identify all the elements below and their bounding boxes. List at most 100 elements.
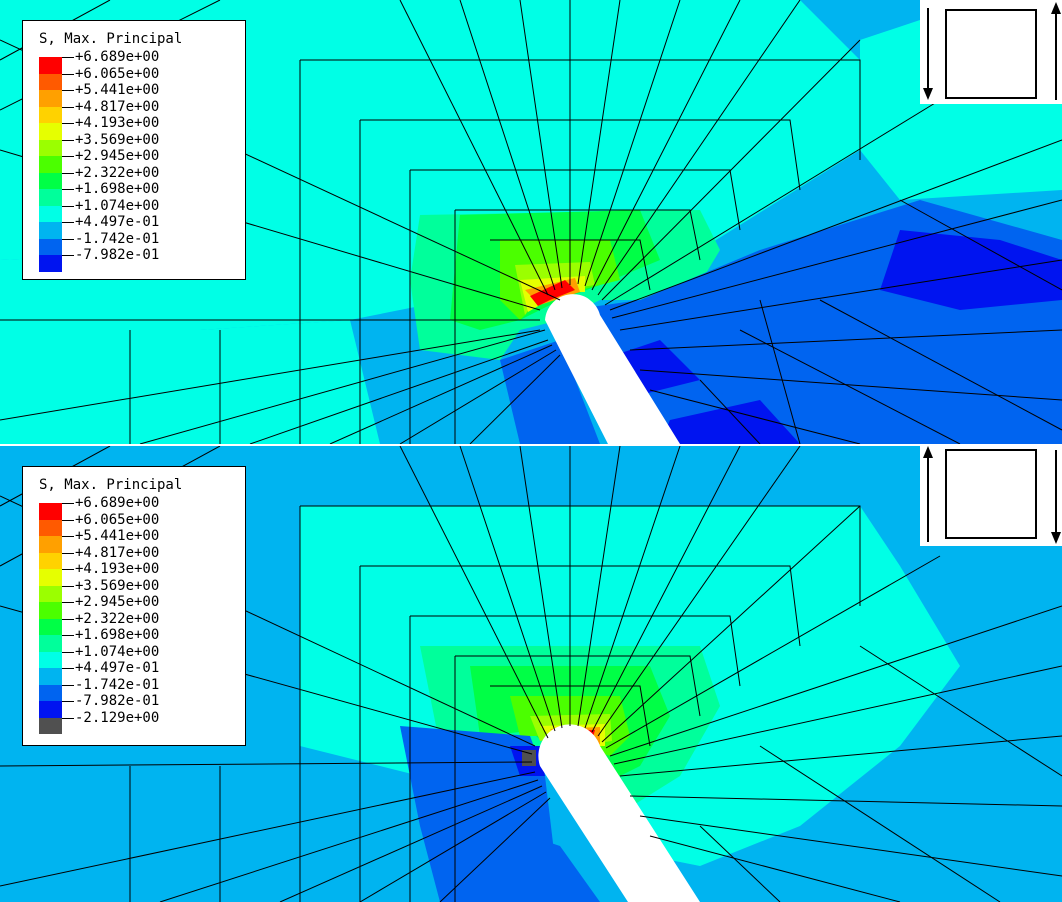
legend-swatch	[39, 205, 62, 222]
legend-tick	[62, 106, 74, 108]
legend-row: +4.193e+00	[39, 115, 239, 140]
legend-label: -1.742e-01	[75, 230, 160, 247]
legend-tick	[62, 189, 74, 190]
legend-row: +5.441e+00	[39, 82, 239, 107]
legend-tick	[62, 717, 74, 719]
legend-row: +2.945e+00	[39, 148, 239, 173]
legend-label: +2.945e+00	[75, 594, 160, 610]
legend-tick	[62, 618, 74, 620]
legend-swatch	[39, 238, 62, 255]
legend-label: -7.982e-01	[75, 247, 160, 263]
legend-entries: +6.689e+00+6.065e+00+5.441e+00+4.817e+00…	[39, 49, 239, 272]
legend-entries: +6.689e+00+6.065e+00+5.441e+00+4.817e+00…	[39, 495, 239, 734]
legend-bottom: S, Max. Principal +6.689e+00+6.065e+00+5…	[22, 466, 246, 746]
legend-label: +2.322e+00	[75, 610, 160, 627]
legend-tick	[62, 569, 74, 570]
legend-swatch	[39, 189, 62, 206]
legend-row: +4.497e-01	[39, 214, 239, 239]
legend-swatch	[39, 139, 62, 156]
legend-label: +4.497e-01	[75, 660, 160, 676]
legend-swatch	[39, 684, 62, 701]
arrow-down-icon	[1051, 532, 1061, 544]
legend-row: -7.982e-01	[39, 693, 239, 718]
legend-label: -2.129e+00	[75, 709, 160, 726]
legend-label: +4.497e-01	[75, 214, 160, 230]
legend-label: +1.074e+00	[75, 197, 160, 214]
legend-swatch	[39, 73, 62, 90]
load-diagram-svg	[923, 446, 1061, 544]
legend-label: +5.441e+00	[75, 528, 160, 544]
legend-row: +6.689e+00	[39, 495, 239, 520]
legend-row: +4.193e+00	[39, 561, 239, 586]
stress-contour-mesh-bottom	[0, 446, 1062, 902]
legend-swatch	[39, 536, 62, 553]
legend-swatch	[39, 635, 62, 652]
legend-label: +4.193e+00	[75, 561, 160, 577]
legend-label: +6.689e+00	[75, 495, 160, 511]
legend-row: +6.065e+00	[39, 66, 239, 90]
legend-swatch	[39, 222, 62, 239]
contour-plot-top: S, Max. Principal +6.689e+00+6.065e+00+5…	[0, 0, 1062, 444]
legend-swatch	[39, 503, 62, 520]
legend-row: +1.698e+00	[39, 627, 239, 652]
legend-row: +1.698e+00	[39, 181, 239, 206]
legend-swatch	[39, 90, 62, 107]
legend-swatch	[39, 585, 62, 602]
legend-tick	[62, 552, 74, 554]
legend-row: +3.569e+00	[39, 132, 239, 156]
load-diagram-svg	[923, 2, 1061, 100]
legend-tick	[62, 635, 74, 636]
legend-tick	[62, 205, 74, 207]
legend-swatch	[39, 717, 62, 734]
legend-row: +6.065e+00	[39, 512, 239, 536]
legend-row: +4.497e-01	[39, 660, 239, 685]
legend-label: +4.817e+00	[75, 544, 160, 561]
legend-row: +4.817e+00	[39, 99, 239, 123]
legend-tick	[62, 57, 74, 58]
legend-tick	[62, 668, 74, 669]
legend-row: -2.129e+00	[39, 710, 239, 734]
legend-label: +5.441e+00	[75, 82, 160, 98]
legend-row: -1.742e-01	[39, 231, 239, 255]
legend-label: +1.698e+00	[75, 181, 160, 197]
legend-row: +2.945e+00	[39, 594, 239, 619]
legend-row: +2.322e+00	[39, 165, 239, 189]
legend-tick	[62, 238, 74, 240]
legend-swatch	[39, 602, 62, 619]
legend-swatch	[39, 668, 62, 685]
legend-swatch	[39, 552, 62, 569]
legend-label: -7.982e-01	[75, 693, 160, 709]
legend-swatch	[39, 123, 62, 140]
legend-tick	[62, 585, 74, 587]
legend-tick	[62, 255, 74, 256]
legend-row: +4.817e+00	[39, 545, 239, 569]
legend-tick	[62, 222, 74, 223]
legend-label: +1.074e+00	[75, 643, 160, 660]
legend-swatch	[39, 519, 62, 536]
legend-title: S, Max. Principal	[39, 31, 183, 47]
legend-row: -1.742e-01	[39, 677, 239, 701]
legend-tick	[62, 139, 74, 141]
legend-row: +2.322e+00	[39, 611, 239, 635]
legend-tick	[62, 90, 74, 91]
legend-swatch	[39, 569, 62, 586]
legend-row: +5.441e+00	[39, 528, 239, 553]
legend-swatch	[39, 172, 62, 189]
load-diagram-bottom	[920, 446, 1062, 546]
arrow-up-icon	[923, 446, 933, 458]
legend-row: +1.074e+00	[39, 198, 239, 222]
legend-tick	[62, 503, 74, 504]
legend-label: +3.569e+00	[75, 577, 160, 594]
contour-plot-bottom: S, Max. Principal +6.689e+00+6.065e+00+5…	[0, 446, 1062, 902]
legend-tick	[62, 73, 74, 75]
legend-tick	[62, 123, 74, 124]
legend-tick	[62, 651, 74, 653]
legend-row: +1.074e+00	[39, 644, 239, 668]
legend-title: S, Max. Principal	[39, 477, 183, 493]
legend-swatch	[39, 156, 62, 173]
legend-swatch	[39, 701, 62, 718]
legend-label: +6.065e+00	[75, 511, 160, 528]
legend-label: +3.569e+00	[75, 131, 160, 148]
legend-label: +6.065e+00	[75, 65, 160, 82]
legend-label: +4.193e+00	[75, 115, 160, 131]
